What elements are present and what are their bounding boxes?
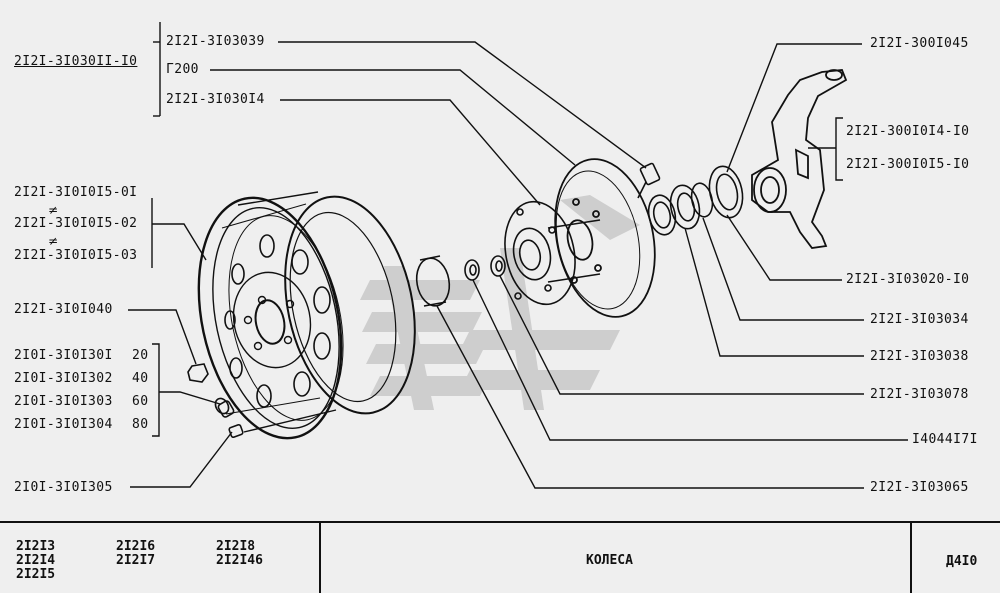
- part-qty-3101303: 60: [132, 394, 149, 409]
- watermark-logo: [360, 195, 640, 410]
- part-label-3101040: 2I2I-3I0I040: [14, 302, 113, 317]
- valve-stem: [214, 397, 235, 418]
- part-label-rim-01: 2I2I-3I0I0I5-0I: [14, 185, 138, 200]
- part-label-3101305: 2I0I-3I0I305: [14, 480, 113, 495]
- part-label-rim-02: 2I2I-3I0I0I5-02: [14, 216, 138, 231]
- part-label-3101304: 2I0I-3I0I304: [14, 417, 113, 432]
- part-qty-3101304: 80: [132, 417, 149, 432]
- part-label-rim-03: 2I2I-3I0I0I5-03: [14, 248, 138, 263]
- part-qty-3101302: 40: [132, 371, 149, 386]
- part-label-3103078: 2I2I-3I03078: [870, 387, 969, 402]
- model-code: 2I2I8: [216, 539, 256, 554]
- part-label-3101301: 2I0I-3I0I30I: [14, 348, 113, 363]
- hub-nut: [464, 255, 506, 281]
- part-label-3103038: 2I2I-3I03038: [870, 349, 969, 364]
- part-label-3001015-10: 2I2I-300I0I5-I0: [846, 157, 970, 172]
- part-label-3101302: 2I0I-3I0I302: [14, 371, 113, 386]
- wheel-hub: [504, 200, 601, 306]
- part-label-14044171: I4044I7I: [912, 432, 978, 447]
- part-qty-3101301: 20: [132, 348, 149, 363]
- model-code: 2I2I7: [116, 553, 156, 568]
- wheel-rim: [197, 191, 416, 440]
- part-label-3101303: 2I0I-3I0I303: [14, 394, 113, 409]
- sheet-number: Д4I0: [946, 554, 978, 569]
- not-equal-sign: ≠: [48, 203, 59, 217]
- part-label-3103020-10: 2I2I-3I03020-I0: [846, 272, 970, 287]
- sheet-title: КОЛЕСА: [586, 553, 633, 568]
- model-code: 2I2I6: [116, 539, 156, 554]
- model-code: 2I2I5: [16, 567, 56, 582]
- bearings: [647, 165, 744, 236]
- part-label-g200: Г200: [166, 62, 199, 77]
- title-block-frame: [0, 521, 1000, 593]
- valve-cap: [228, 424, 244, 438]
- not-equal-sign: ≠: [48, 234, 59, 248]
- part-label-3103034: 2I2I-3I03034: [870, 312, 969, 327]
- part-label-3001014-10: 2I2I-300I0I4-I0: [846, 124, 970, 139]
- part-label-3103039: 2I2I-3I03039: [166, 34, 265, 49]
- dust-cap: [415, 255, 451, 307]
- part-label-3001045: 2I2I-300I045: [870, 36, 969, 51]
- wheel-nut: [187, 363, 209, 383]
- part-label-3103014: 2I2I-3I030I4: [166, 92, 265, 107]
- leader-lines: [128, 22, 908, 489]
- assembly-label: 2I2I-3I030II-I0: [14, 54, 138, 69]
- brake-disc: [554, 158, 656, 318]
- part-label-3103065: 2I2I-3I03065: [870, 480, 969, 495]
- guide-bolt: [637, 162, 661, 199]
- steering-knuckle: [751, 69, 848, 249]
- model-code: 2I2I46: [216, 553, 263, 568]
- model-code: 2I2I4: [16, 553, 56, 568]
- model-code: 2I2I3: [16, 539, 56, 554]
